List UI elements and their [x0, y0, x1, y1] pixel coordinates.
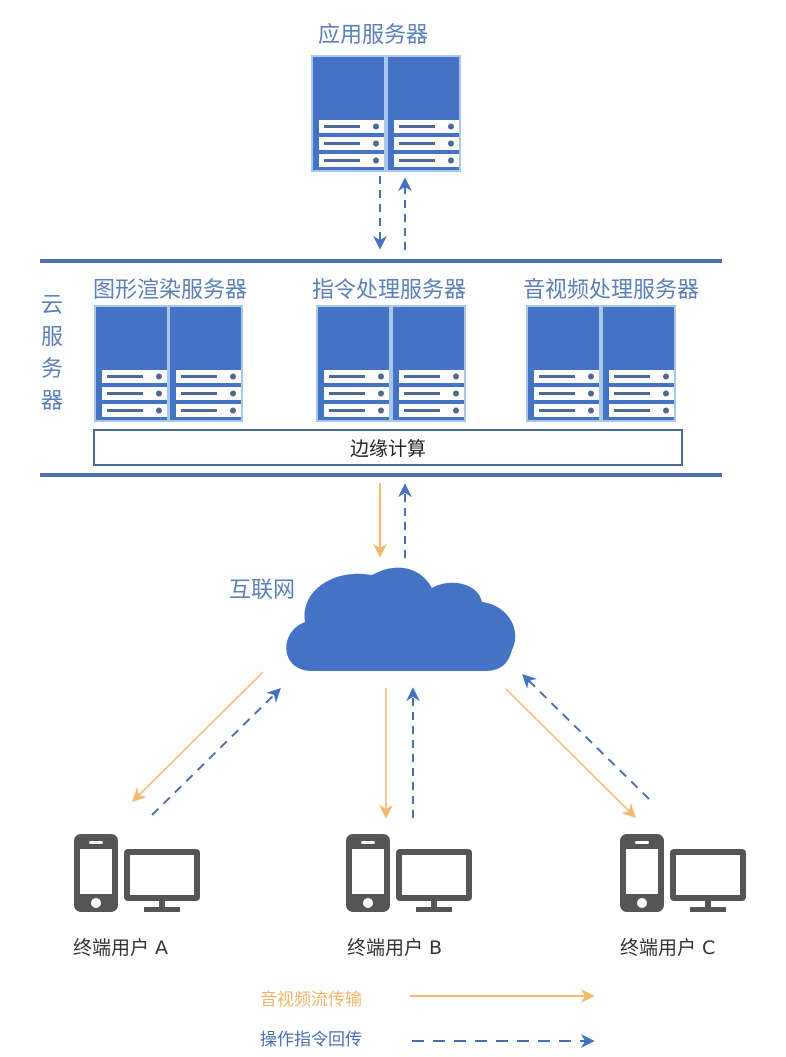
server-unit-icon: [311, 55, 386, 172]
command-arrow-from-user-c: [522, 674, 650, 800]
av-process-server-title: 音视频处理服务器: [523, 278, 700, 303]
command-arrow-from-user-a: [151, 688, 281, 816]
stream-arrow-to-user-a: [132, 671, 264, 802]
command-process-server-icon: [316, 305, 466, 422]
user-c-device-icon: [620, 834, 746, 912]
internet-label: 互联网: [229, 578, 296, 603]
stream-arrow-to-user-c: [505, 688, 636, 818]
cloud-bottom-divider: [40, 473, 722, 477]
graphics-render-server-icon: [94, 305, 243, 422]
cloud-label-char: 器: [40, 389, 63, 414]
server-unit-icon: [316, 305, 391, 422]
user-c-label: 终端用户 C: [620, 937, 716, 959]
user-a-device-icon: [74, 834, 200, 912]
server-unit-icon: [601, 305, 676, 422]
server-unit-icon: [168, 305, 243, 422]
legend-stream-label: 音视频流传输: [260, 990, 362, 1010]
user-b-label: 终端用户 B: [347, 937, 443, 959]
user-b-device-icon: [346, 834, 472, 912]
av-process-server-icon: [526, 305, 676, 422]
cloud-label-char: 务: [40, 357, 63, 382]
app-server-icon: [311, 55, 461, 172]
graphics-render-server-title: 图形渲染服务器: [93, 278, 248, 303]
cloud-label-char: 服: [40, 325, 63, 350]
command-process-server-title: 指令处理服务器: [312, 278, 467, 303]
legend-command-label: 操作指令回传: [260, 1030, 362, 1050]
server-unit-icon: [391, 305, 466, 422]
cloud-server-vertical-label: 云 服 务 器: [39, 290, 65, 418]
cloud-top-divider: [40, 259, 722, 263]
internet-cloud-icon: [286, 567, 516, 671]
server-unit-icon: [94, 305, 169, 422]
app-server-title: 应用服务器: [318, 23, 429, 48]
user-a-label: 终端用户 A: [73, 937, 169, 959]
cloud-label-char: 云: [40, 293, 63, 318]
server-unit-icon: [526, 305, 601, 422]
server-unit-icon: [386, 55, 461, 172]
edge-compute-box: 边缘计算: [93, 429, 683, 466]
edge-compute-label: 边缘计算: [349, 438, 426, 460]
